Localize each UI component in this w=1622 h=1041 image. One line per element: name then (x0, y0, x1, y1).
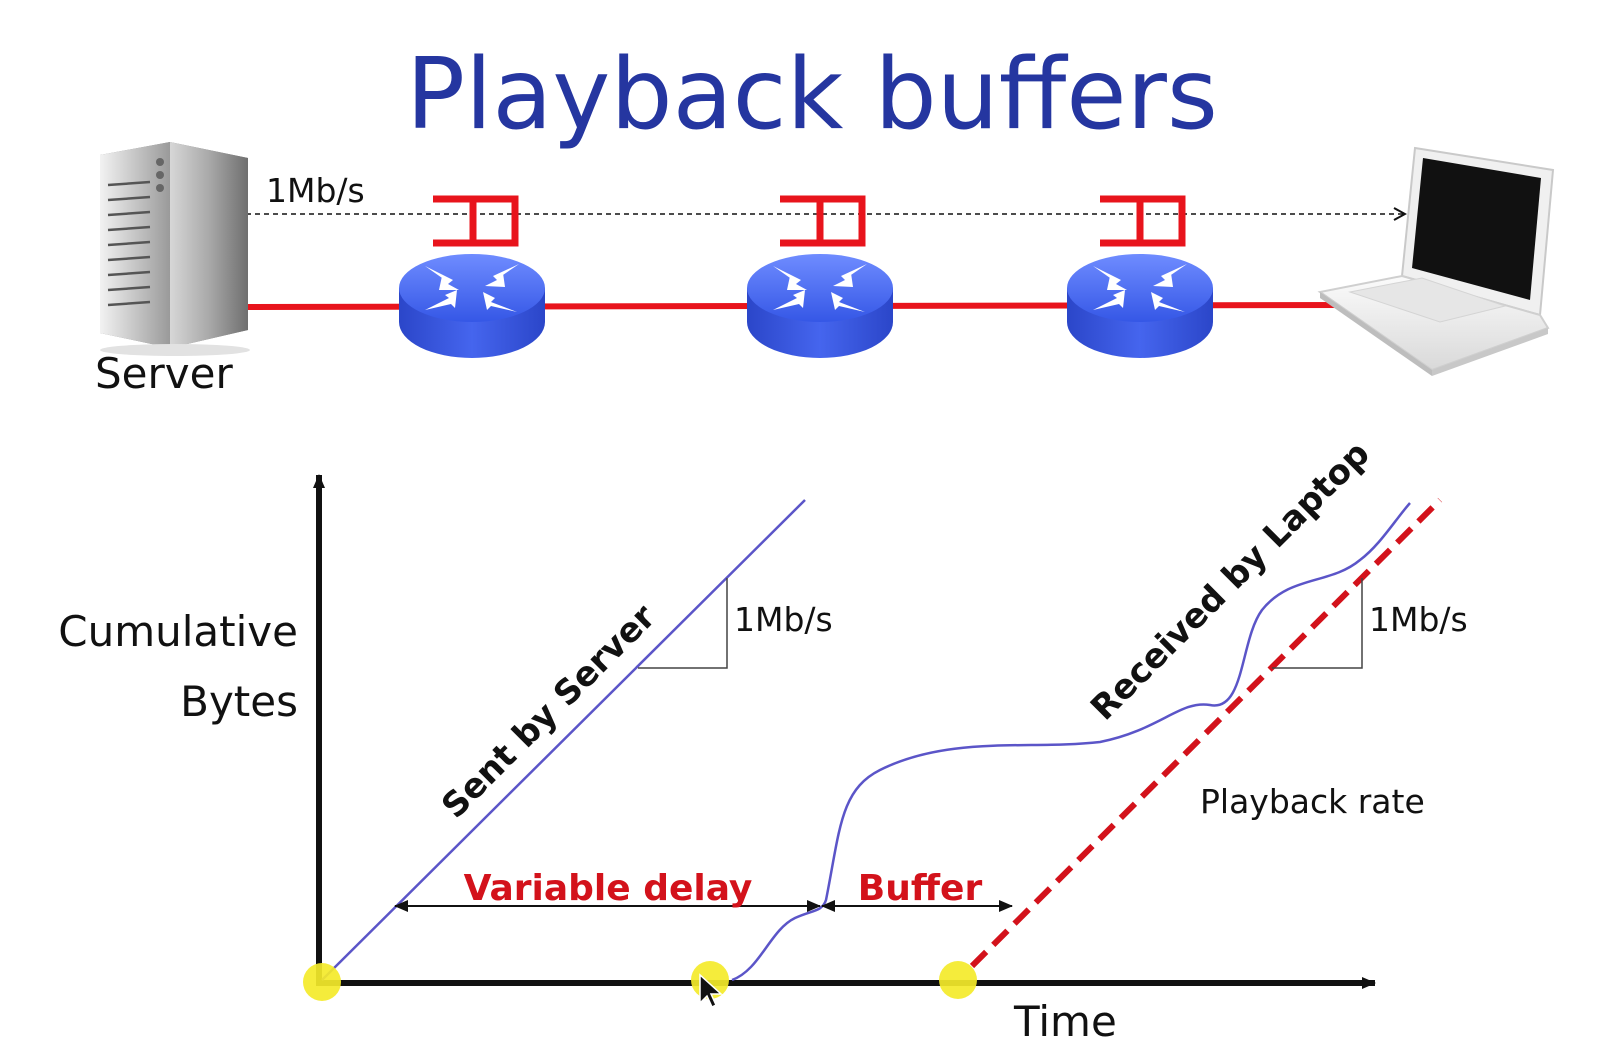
y-axis-label-line1: Cumulative (58, 607, 298, 656)
mouse-cursor-icon (699, 973, 723, 1009)
playback-rate-label: Playback rate (1200, 782, 1425, 821)
buffer-queue-icon (1100, 199, 1182, 243)
variable-delay-label: Variable delay (464, 868, 753, 909)
page-title: Playback buffers (406, 38, 1218, 152)
playback-line (969, 497, 1443, 969)
buffer-queue-icon (433, 199, 515, 243)
sent-slope-label: 1Mb/s (734, 600, 833, 639)
router-2 (747, 199, 893, 358)
server-icon (100, 142, 250, 356)
server-label: Server (95, 349, 233, 398)
router-3 (1067, 199, 1213, 358)
router-icon (399, 254, 545, 358)
y-axis-label-line2: Bytes (180, 677, 298, 726)
playback-start-marker (939, 961, 977, 999)
buffer-label: Buffer (858, 868, 983, 909)
buffer-queue-icon (780, 199, 862, 243)
laptop-icon (1317, 146, 1555, 376)
playback-slope-label: 1Mb/s (1369, 600, 1468, 639)
playback-slope-triangle (1272, 578, 1363, 669)
sent-curve-label: Sent by Server (434, 597, 664, 827)
link-rate-label: 1Mb/s (266, 171, 365, 210)
sent-slope-triangle (638, 578, 728, 669)
router-icon (747, 254, 893, 358)
send-start-marker (303, 963, 341, 1001)
received-curve-label: Received by Laptop (1083, 434, 1378, 729)
received-curve (731, 502, 1411, 982)
router-1 (399, 199, 545, 358)
x-axis-label: Time (1013, 997, 1117, 1041)
router-icon (1067, 254, 1213, 358)
